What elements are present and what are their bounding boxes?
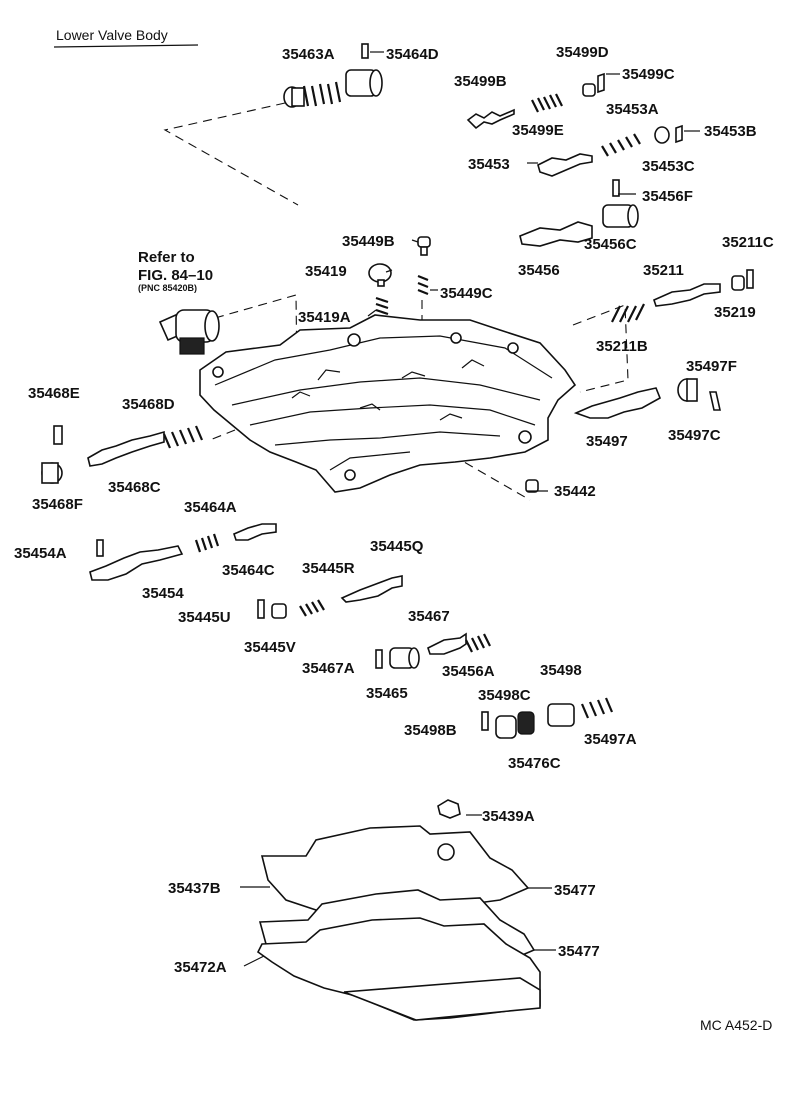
label-35464C: 35464C <box>222 562 275 579</box>
label-35449C: 35449C <box>440 285 493 302</box>
label-35498: 35498 <box>540 662 582 679</box>
valve-35449-35419 <box>368 236 431 316</box>
label-35419: 35419 <box>305 263 347 280</box>
label-35437B: 35437B <box>168 880 221 897</box>
label-35456F: 35456F <box>642 188 693 205</box>
label-35499B: 35499B <box>454 73 507 90</box>
label-35442: 35442 <box>554 483 596 500</box>
reference-line3: (PNC 85420B) <box>138 283 197 293</box>
valve-35453 <box>537 124 683 177</box>
label-35498B: 35498B <box>404 722 457 739</box>
reference-line1: Refer to <box>138 249 195 266</box>
label-35468F: 35468F <box>32 496 83 513</box>
valve-35463A <box>283 43 383 108</box>
label-35445Q: 35445Q <box>370 538 424 555</box>
label-35468D: 35468D <box>122 396 175 413</box>
label-35454: 35454 <box>142 585 184 602</box>
label-35464D: 35464D <box>386 46 439 63</box>
title-underline <box>53 44 199 48</box>
label-35453B: 35453B <box>704 123 757 140</box>
label-35499C: 35499C <box>622 66 675 83</box>
valve-35445 <box>257 575 403 619</box>
label-35454A: 35454A <box>14 545 67 562</box>
valve-35456 <box>519 179 639 247</box>
label-35477-lower: 35477 <box>558 943 600 960</box>
diagram-code: MC A452-D <box>700 1017 772 1033</box>
label-35467: 35467 <box>408 608 450 625</box>
valve-35467 <box>375 632 491 669</box>
label-35468E: 35468E <box>28 385 80 402</box>
part-35442 <box>525 479 539 493</box>
label-35497C: 35497C <box>668 427 721 444</box>
label-35499D: 35499D <box>556 44 609 61</box>
label-35445R: 35445R <box>302 560 355 577</box>
label-35456C: 35456C <box>584 236 637 253</box>
label-35445U: 35445U <box>178 609 231 626</box>
label-35456: 35456 <box>518 262 560 279</box>
label-35453C: 35453C <box>642 158 695 175</box>
label-35453: 35453 <box>468 156 510 173</box>
label-35449B: 35449B <box>342 233 395 250</box>
label-35456A: 35456A <box>442 663 495 680</box>
valve-35498 <box>481 697 614 739</box>
label-35439A: 35439A <box>482 808 535 825</box>
part-35439A <box>437 799 461 819</box>
valve-35468 <box>41 425 204 484</box>
label-35477-upper: 35477 <box>554 882 596 899</box>
valve-35211 <box>611 269 754 323</box>
valve-35497 <box>573 378 721 419</box>
label-35497F: 35497F <box>686 358 737 375</box>
lower-valve-body <box>199 314 577 493</box>
label-35472A: 35472A <box>174 959 227 976</box>
separator-plates <box>256 825 541 1021</box>
label-35465: 35465 <box>366 685 408 702</box>
label-35219: 35219 <box>714 304 756 321</box>
label-35499E: 35499E <box>512 122 564 139</box>
label-35498C: 35498C <box>478 687 531 704</box>
label-35497: 35497 <box>586 433 628 450</box>
solenoid-assembly <box>158 309 220 355</box>
label-35211: 35211 <box>643 262 684 279</box>
part-labels: 35463A 35464D 35499D 35499B 35499C 35499… <box>14 44 774 976</box>
label-35464A: 35464A <box>184 499 237 516</box>
label-35497A: 35497A <box>584 731 637 748</box>
label-35468C: 35468C <box>108 479 161 496</box>
label-leaders <box>240 51 700 967</box>
valve-35499 <box>466 72 605 130</box>
label-35453A: 35453A <box>606 101 659 118</box>
valve-35454 <box>89 523 277 581</box>
diagram-title: Lower Valve Body <box>56 27 168 43</box>
label-35419A: 35419A <box>298 309 351 326</box>
label-35445V: 35445V <box>244 639 296 656</box>
label-35211B: 35211B <box>596 338 648 355</box>
reference-line2: FIG. 84–10 <box>138 267 213 284</box>
label-35211C: 35211C <box>722 234 774 251</box>
label-35463A: 35463A <box>282 46 335 63</box>
label-35467A: 35467A <box>302 660 355 677</box>
label-35476C: 35476C <box>508 755 561 772</box>
reference-note: Refer to FIG. 84–10 (PNC 85420B) <box>138 249 213 293</box>
